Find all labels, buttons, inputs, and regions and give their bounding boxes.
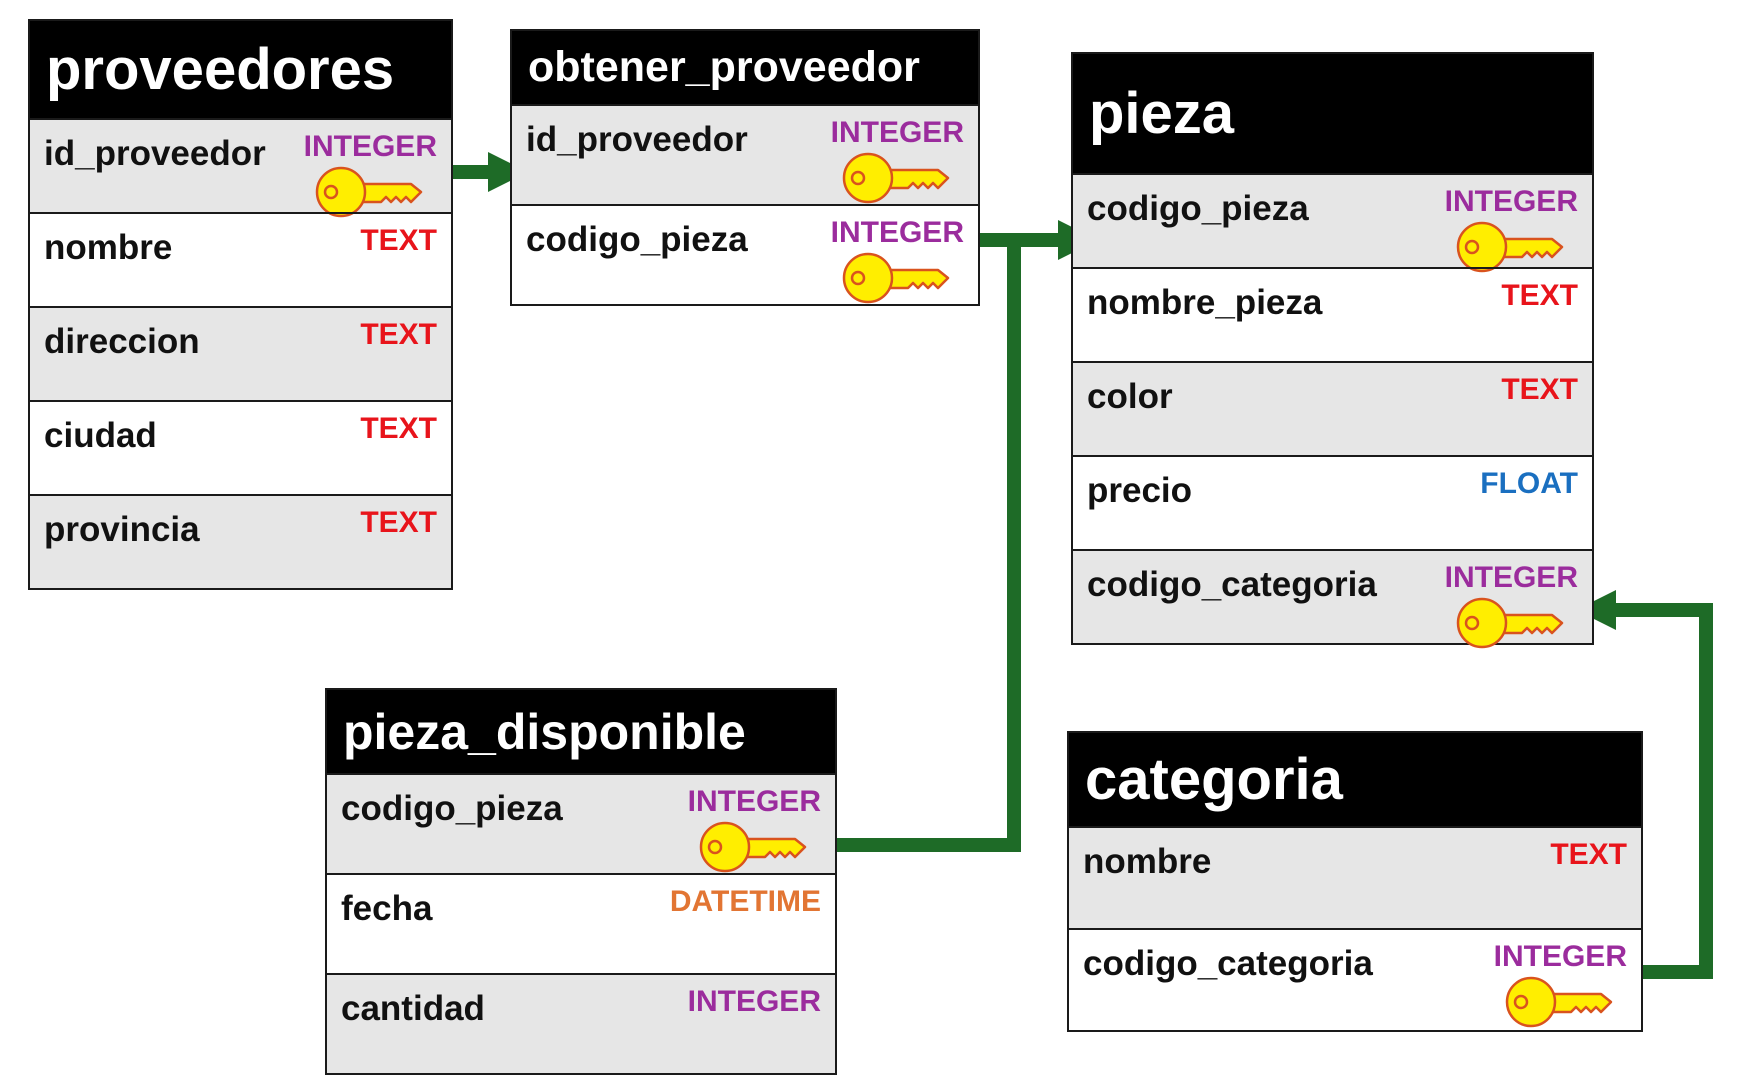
- table-row: nombre_pieza TEXT: [1073, 267, 1592, 361]
- field-type: TEXT: [360, 318, 437, 351]
- table-row: codigo_pieza INTEGER: [512, 204, 978, 304]
- key-icon: [1503, 974, 1615, 1030]
- table-categoria: categoria nombre TEXT codigo_categoria INTEG…: [1067, 731, 1643, 1032]
- table-row: direccion TEXT: [30, 306, 451, 400]
- field-name: ciudad: [44, 416, 157, 455]
- table-row: color TEXT: [1073, 361, 1592, 455]
- field-name: cantidad: [341, 989, 485, 1028]
- field-name: direccion: [44, 322, 200, 361]
- field-name: codigo_pieza: [341, 789, 563, 828]
- field-type: TEXT: [360, 506, 437, 539]
- field-type: TEXT: [1550, 838, 1627, 871]
- field-type: INTEGER: [1444, 561, 1578, 594]
- table-title: proveedores: [30, 21, 451, 118]
- field-name: provincia: [44, 510, 200, 549]
- field-name: color: [1087, 377, 1173, 416]
- field-name: nombre: [1083, 842, 1212, 881]
- field-name: codigo_categoria: [1083, 944, 1373, 983]
- table-row: codigo_categoria INTEGER: [1069, 928, 1641, 1030]
- table-row: codigo_pieza INTEGER: [1073, 173, 1592, 273]
- field-name: nombre: [44, 228, 173, 267]
- field-name: id_proveedor: [526, 120, 748, 159]
- link-categoria-pieza: [1576, 590, 1713, 979]
- table-row: codigo_categoria INTEGER: [1073, 549, 1592, 649]
- field-type: TEXT: [1501, 373, 1578, 406]
- field-name: codigo_pieza: [1087, 189, 1309, 228]
- table-title: obtener_proveedor: [512, 31, 978, 104]
- table-row: nombre TEXT: [30, 212, 451, 306]
- field-type: INTEGER: [687, 985, 821, 1018]
- table-row: codigo_pieza INTEGER: [327, 773, 835, 873]
- field-name: codigo_pieza: [526, 220, 748, 259]
- field-name: fecha: [341, 889, 433, 928]
- table-title: pieza: [1073, 54, 1592, 173]
- key-icon: [313, 164, 425, 220]
- key-icon: [840, 150, 952, 206]
- table-row: nombre TEXT: [1069, 826, 1641, 928]
- table-title: categoria: [1069, 733, 1641, 826]
- table-row: fecha DATETIME: [327, 873, 835, 973]
- table-row: provincia TEXT: [30, 494, 451, 588]
- key-icon: [697, 819, 809, 875]
- field-type: TEXT: [360, 412, 437, 445]
- field-type: DATETIME: [669, 885, 821, 918]
- field-type: FLOAT: [1480, 467, 1578, 500]
- key-icon: [1454, 595, 1566, 651]
- field-name: nombre_pieza: [1087, 283, 1323, 322]
- field-type: INTEGER: [687, 785, 821, 818]
- field-type: INTEGER: [830, 216, 964, 249]
- field-name: codigo_categoria: [1087, 565, 1377, 604]
- table-row: id_proveedor INTEGER: [30, 118, 451, 218]
- field-type: INTEGER: [830, 116, 964, 149]
- field-type: INTEGER: [303, 130, 437, 163]
- field-type: TEXT: [1501, 279, 1578, 312]
- field-type: TEXT: [360, 224, 437, 257]
- field-name: precio: [1087, 471, 1193, 510]
- table-row: ciudad TEXT: [30, 400, 451, 494]
- key-icon: [1454, 219, 1566, 275]
- link-disponible-pieza: [836, 240, 1021, 852]
- key-icon: [840, 250, 952, 306]
- field-type: INTEGER: [1444, 185, 1578, 218]
- table-title: pieza_disponible: [327, 690, 835, 773]
- table-row: cantidad INTEGER: [327, 973, 835, 1073]
- table-row: id_proveedor INTEGER: [512, 104, 978, 204]
- field-type: INTEGER: [1493, 940, 1627, 973]
- table-row: precio FLOAT: [1073, 455, 1592, 549]
- field-name: id_proveedor: [44, 134, 266, 173]
